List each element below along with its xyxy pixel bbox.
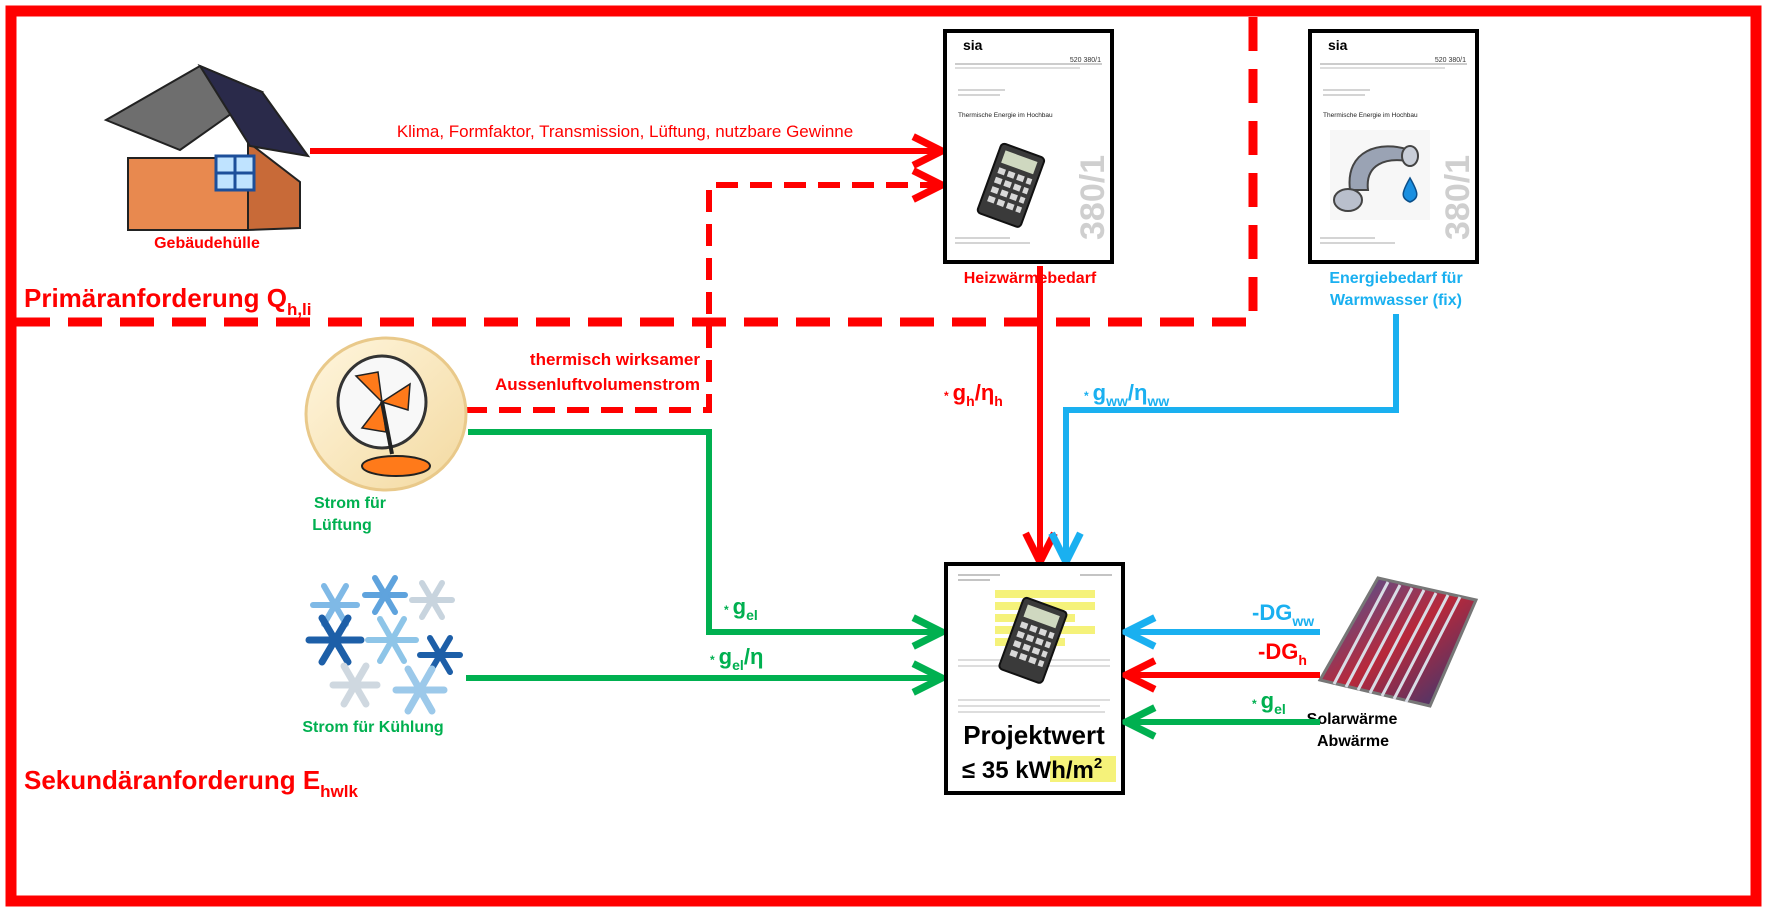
- outer-frame: [5, 5, 1762, 907]
- building-label: Gebäudehülle: [154, 235, 260, 252]
- doc2-brand: sia: [1328, 37, 1348, 53]
- project-value-document: [944, 562, 1125, 795]
- arrow-hot-water-to-project: [1066, 314, 1399, 562]
- solar-collector-icon: [1317, 576, 1479, 708]
- gel-eta-label: *gel/η: [710, 644, 763, 673]
- gel-solar-label: *gel: [1252, 688, 1286, 717]
- secondary-requirement-title: Sekundäranforderung Ehwlk: [24, 765, 358, 801]
- faucet-icon: [1330, 130, 1430, 220]
- doc1-brand: sia: [963, 37, 983, 53]
- gel-fan-label: *gel: [724, 594, 758, 623]
- project-limit-label: ≤ 35 kWh/m2: [962, 755, 1102, 784]
- solar-label-line1: Solarwärme: [1307, 711, 1398, 728]
- house-icon: [103, 63, 311, 232]
- sia-document-hot-water: sia 520 380/1 Thermische Energie im Hoch…: [1308, 29, 1479, 264]
- doc2-norm-number: 380/1: [1439, 155, 1477, 240]
- arrow-fan-to-project: [468, 429, 942, 632]
- heat-demand-label: Heizwärmebedarf: [964, 270, 1097, 287]
- doc1-code: 520 380/1: [1070, 57, 1101, 64]
- solar-label-line2: Abwärme: [1317, 733, 1389, 750]
- ventilation-label-line2: Aussenluftvolumenstrom: [495, 375, 700, 394]
- sia-document-heat: sia 520 380/1 Thermische Energie im Hoch…: [943, 29, 1114, 264]
- primary-requirement-title: Primäranforderung Qh,li: [24, 283, 312, 319]
- building-factors-label: Klima, Formfaktor, Transmission, Lüftung…: [397, 122, 853, 141]
- calculator-icon: [976, 142, 1046, 228]
- doc2-code: 520 380/1: [1435, 57, 1466, 64]
- project-value-label: Projektwert: [963, 720, 1105, 750]
- fan-label-line2: Lüftung: [312, 517, 372, 534]
- gh-eta-h-label: *gh/ηh: [944, 380, 1003, 409]
- doc2-title: Thermische Energie im Hochbau: [1323, 112, 1418, 119]
- dg-h-label: -DGh: [1258, 639, 1307, 668]
- ventilation-label-line1: thermisch wirksamer: [530, 350, 700, 369]
- hot-water-label-line2: Warmwasser (fix): [1330, 292, 1462, 309]
- fan-icon: [304, 336, 468, 492]
- dg-ww-label: -DGww: [1252, 600, 1314, 629]
- fan-label-line1: Strom für: [314, 495, 386, 512]
- doc1-title: Thermische Energie im Hochbau: [958, 112, 1053, 119]
- project-calculator-icon: [998, 596, 1068, 684]
- arrow-ventilation-to-heat: [465, 185, 942, 413]
- hot-water-label-line1: Energiebedarf für: [1329, 270, 1462, 287]
- snowflake-icon: [300, 572, 465, 715]
- cooling-label: Strom für Kühlung: [302, 719, 443, 736]
- gww-eta-ww-label: *gww/ηww: [1084, 380, 1169, 409]
- doc1-norm-number: 380/1: [1074, 155, 1112, 240]
